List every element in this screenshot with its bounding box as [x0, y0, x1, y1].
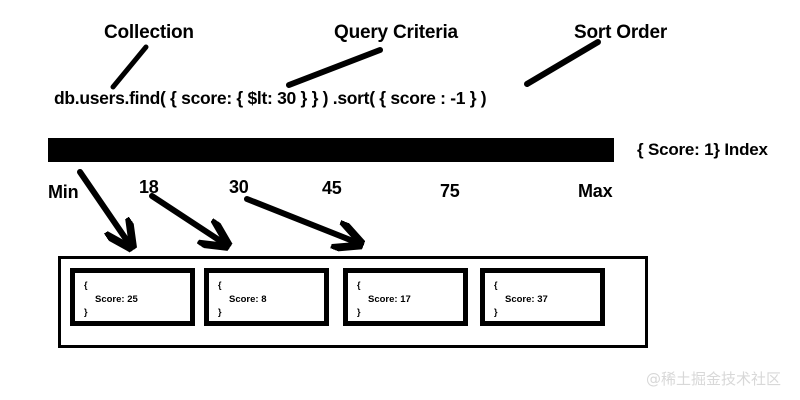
arrow-min-to-doc-2	[77, 169, 130, 245]
scale-label-30: 30	[229, 177, 249, 197]
document-box[interactable]: { Score: 25 }	[70, 268, 195, 326]
document-score: Score: 17	[368, 294, 411, 305]
documents-container: { Score: 25 } { Score: 8 } { Score: 17 }…	[58, 256, 648, 348]
brace-open: {	[218, 280, 222, 290]
scale-label-45: 45	[322, 178, 342, 198]
brace-close: }	[218, 307, 222, 317]
brace-close: }	[357, 307, 361, 317]
document-box[interactable]: { Score: 17 }	[343, 268, 468, 326]
scale-label-min: Min	[48, 182, 79, 202]
leader-line-query-criteria	[286, 47, 383, 88]
index-bar	[48, 138, 614, 162]
document-box[interactable]: { Score: 37 }	[480, 268, 605, 326]
brace-close: }	[494, 307, 498, 317]
brace-open: {	[357, 280, 361, 290]
arrow-30-to-doc-1	[244, 196, 358, 243]
brace-close: }	[84, 307, 88, 317]
annotation-label-collection: Collection	[104, 22, 194, 43]
brace-open: {	[84, 280, 88, 290]
brace-open: {	[494, 280, 498, 290]
annotation-label-sort-order: Sort Order	[574, 22, 668, 43]
scale-label-18: 18	[139, 177, 159, 197]
leader-line-collection	[110, 44, 149, 90]
scale-label-max: Max	[578, 181, 613, 201]
index-label: { Score: 1} Index	[637, 140, 768, 159]
leader-line-sort-order	[524, 39, 601, 87]
annotation-label-query-criteria: Query Criteria	[334, 22, 458, 43]
arrow-18-to-doc-3	[149, 193, 225, 244]
query-statement: db.users.find( { score: { $lt: 30 } } ) …	[54, 88, 487, 108]
document-score: Score: 37	[505, 294, 548, 305]
scale-label-75: 75	[440, 181, 460, 201]
document-box[interactable]: { Score: 8 }	[204, 268, 329, 326]
watermark: @稀土掘金技术社区	[646, 370, 782, 388]
document-score: Score: 25	[95, 294, 138, 305]
document-score: Score: 8	[229, 294, 267, 305]
